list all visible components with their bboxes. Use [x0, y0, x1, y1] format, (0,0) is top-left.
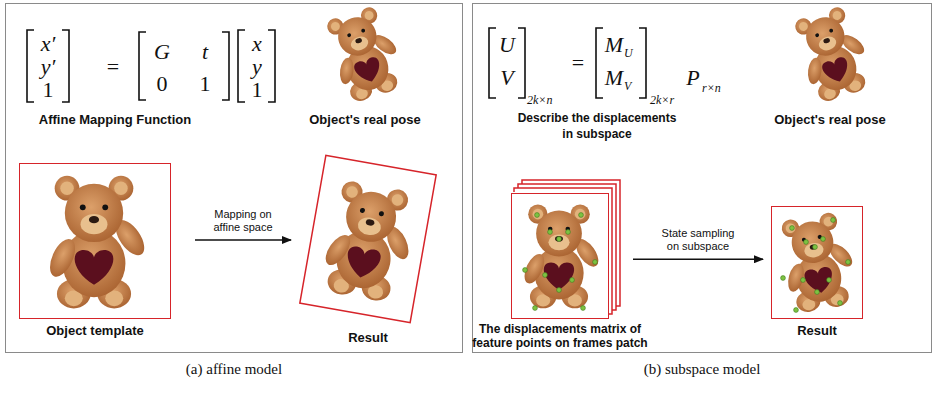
equation-symbol: 1 [43, 78, 54, 102]
equation-symbol: P [686, 66, 699, 90]
bear-illustration [45, 176, 150, 309]
subscript: r×n [702, 81, 721, 95]
feature-point [831, 218, 836, 223]
equation-symbol: 0 [157, 72, 168, 96]
feature-point [804, 240, 809, 245]
feature-points [523, 213, 851, 313]
box-caption: Object template [46, 323, 144, 339]
result-box: Result [299, 153, 437, 325]
feature-point [593, 260, 598, 265]
bold-label: Describe the displacements in subspace [514, 110, 680, 142]
equation-symbol: = [107, 55, 119, 79]
feature-point [794, 308, 799, 313]
subscript: U [624, 46, 633, 60]
feature-point [557, 237, 562, 242]
feature-point [838, 301, 843, 306]
feature-point [790, 226, 795, 231]
panel: (b) subspace modelThe displacements matr… [472, 3, 932, 353]
bold-label: Object's real pose [774, 112, 885, 128]
bracket [222, 32, 229, 100]
panel: (a) affine modelObject templateResult [5, 3, 463, 353]
feature-point [579, 213, 584, 218]
feature-point [801, 278, 806, 283]
panel-caption: (b) subspace model [644, 360, 761, 378]
box-caption: Result [797, 323, 837, 339]
arrow-label: State sampling on subspace [658, 227, 738, 253]
equation-symbol: x′ [41, 32, 56, 56]
frames-box: The displacements matrix of feature poin… [511, 193, 609, 319]
bear-illustration [520, 204, 602, 308]
template-box: Object template [19, 163, 171, 319]
subscript: 2k×n [527, 93, 552, 107]
equation-symbol: 1 [252, 78, 263, 102]
equation-symbol: y [252, 55, 262, 79]
feature-point [570, 278, 575, 283]
feature-point [827, 278, 832, 283]
bracket [596, 28, 603, 98]
bold-label: Affine Mapping Function [39, 112, 191, 128]
feature-point [548, 230, 553, 235]
equation-symbol: = [572, 51, 584, 75]
bold-label: Object's real pose [309, 112, 420, 128]
equation-symbol: U [499, 33, 515, 57]
feature-point [566, 230, 571, 235]
frame-ground [510, 192, 608, 318]
bracket [639, 28, 646, 98]
panel-caption: (a) affine model [186, 360, 282, 378]
bear-illustration [315, 178, 423, 305]
equation-symbol: x [252, 32, 262, 56]
feature-point [813, 245, 818, 250]
equation-symbol: y′ [41, 55, 56, 79]
subscript: V [624, 79, 631, 93]
subscript: 2k×r [650, 93, 674, 107]
equation-symbol: t [202, 40, 208, 64]
bear-illustration [787, 2, 880, 106]
equation-symbol: M [605, 33, 623, 57]
bracket [268, 30, 275, 102]
bracket [238, 30, 245, 102]
feature-point [846, 260, 851, 265]
bracket [139, 32, 146, 100]
tilted-outline [299, 153, 437, 325]
feature-point [535, 213, 540, 218]
bear-illustration [773, 209, 863, 315]
equation-symbol: G [154, 40, 170, 64]
bracket [27, 30, 34, 102]
feature-point [781, 276, 786, 281]
feature-point [523, 268, 528, 273]
feature-point [821, 237, 826, 242]
bear-illustration [319, 2, 412, 106]
bracket [62, 30, 69, 102]
feature-point [557, 288, 562, 293]
arrow-connector [195, 239, 291, 241]
bracket [489, 28, 496, 98]
arrow-label: Mapping on affine space [203, 208, 283, 234]
matrix-brackets [27, 28, 646, 102]
arrow-connector [633, 258, 763, 260]
feature-point [581, 306, 586, 311]
result-box: Result [771, 206, 863, 319]
box-caption: Result [348, 330, 388, 346]
result-outline [300, 155, 436, 322]
feature-point [815, 290, 820, 295]
box-caption: The displacements matrix of feature poin… [468, 322, 653, 350]
feature-point [533, 306, 538, 311]
equation-symbol: M [605, 66, 623, 90]
equation-symbol: 1 [200, 72, 211, 96]
equation-symbol: V [500, 66, 513, 90]
feature-point [543, 273, 548, 278]
bracket [518, 28, 525, 98]
